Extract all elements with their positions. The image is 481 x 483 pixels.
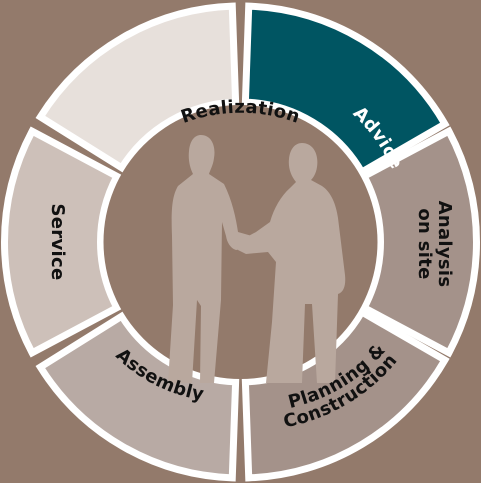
label-analysis-line-1: Analysis <box>434 201 455 288</box>
handshake-icon <box>168 135 346 383</box>
segment-advice <box>241 2 450 177</box>
segment-realization <box>35 2 240 173</box>
label-service: Service <box>47 204 68 281</box>
segment-service <box>1 126 122 358</box>
segment-assembly <box>35 311 240 482</box>
segment-analysis <box>359 126 480 358</box>
label-analysis-line-2: on site <box>414 208 435 279</box>
